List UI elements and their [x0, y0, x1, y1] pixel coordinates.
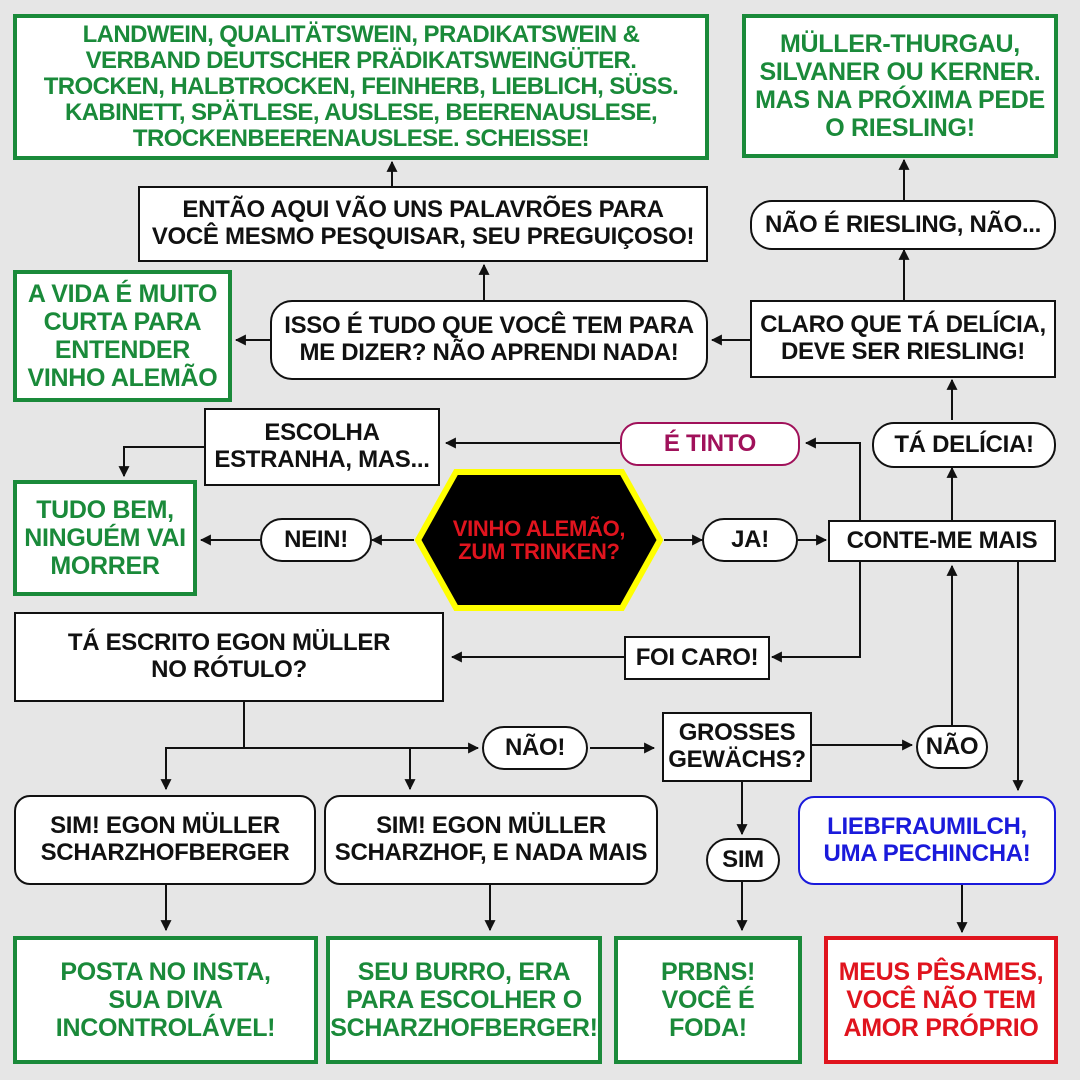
palavroes-node: ENTÃO AQUI VÃO UNS PALAVRÕES PARA VOCÊ M…: [138, 186, 708, 262]
foi-caro-node: FOI CARO!: [624, 636, 770, 680]
sim-answer: SIM: [706, 838, 780, 882]
e-tinto-answer: É TINTO: [620, 422, 800, 466]
arrow-egon-to-sim-scharzhof: [244, 747, 416, 791]
conte-me-mais-node: CONTE-ME MAIS: [828, 520, 1056, 562]
ja-answer: JA!: [702, 518, 798, 562]
landwein-outcome: LANDWEIN, QUALITÄTSWEIN, PRADIKATSWEIN &…: [13, 14, 709, 160]
ta-delicia-answer: TÁ DELÍCIA!: [872, 422, 1056, 468]
prbns-outcome: PRBNS! VOCÊ É FODA!: [614, 936, 802, 1064]
nao-answer-1: NÃO!: [482, 726, 588, 770]
start-question: VINHO ALEMÃO, ZUM TRINKEN?: [452, 515, 626, 564]
isso-e-tudo-node: ISSO É TUDO QUE VOCÊ TEM PARA ME DIZER? …: [270, 300, 708, 380]
muller-thurgau-outcome: MÜLLER-THURGAU, SILVANER OU KERNER. MAS …: [742, 14, 1058, 158]
sim-scharzhofberger-node: SIM! EGON MÜLLER SCHARZHOFBERGER: [14, 795, 316, 885]
hexagon-shape: [414, 469, 664, 611]
arrow-egon-to-sim-scharzhofberger: [160, 702, 245, 791]
claro-riesling-node: CLARO QUE TÁ DELÍCIA, DEVE SER RIESLING!: [750, 300, 1056, 378]
egon-muller-question: TÁ ESCRITO EGON MÜLLER NO RÓTULO?: [14, 612, 444, 702]
arrow-conte-to-e-tinto: [804, 437, 861, 520]
start-hexagon: VINHO ALEMÃO, ZUM TRINKEN?: [414, 468, 664, 612]
nein-answer: NEIN!: [260, 518, 372, 562]
liebfraumilch-node: LIEBFRAUMILCH, UMA PECHINCHA!: [798, 796, 1056, 885]
meus-pesames-outcome: MEUS PÊSAMES, VOCÊ NÃO TEM AMOR PRÓPRIO: [824, 936, 1058, 1064]
nao-answer-2: NÃO: [916, 725, 988, 769]
nao-riesling-node: NÃO É RIESLING, NÃO...: [750, 200, 1056, 250]
sim-scharzhof-node: SIM! EGON MÜLLER SCHARZHOF, E NADA MAIS: [324, 795, 658, 885]
posta-insta-outcome: POSTA NO INSTA, SUA DIVA INCONTROLÁVEL!: [13, 936, 318, 1064]
seu-burro-outcome: SEU BURRO, ERA PARA ESCOLHER O SCHARZHOF…: [326, 936, 602, 1064]
grosses-gewachs-question: GROSSES GEWÄCHS?: [662, 712, 812, 782]
arrow-escolha-to-tudo-bem: [118, 446, 204, 478]
arrow-conte-to-foi-caro: [770, 560, 861, 663]
escolha-estranha-node: ESCOLHA ESTRANHA, MAS...: [204, 408, 440, 486]
a-vida-outcome: A VIDA É MUITO CURTA PARA ENTENDER VINHO…: [13, 270, 232, 402]
tudo-bem-outcome: TUDO BEM, NINGUÉM VAI MORRER: [13, 480, 197, 596]
